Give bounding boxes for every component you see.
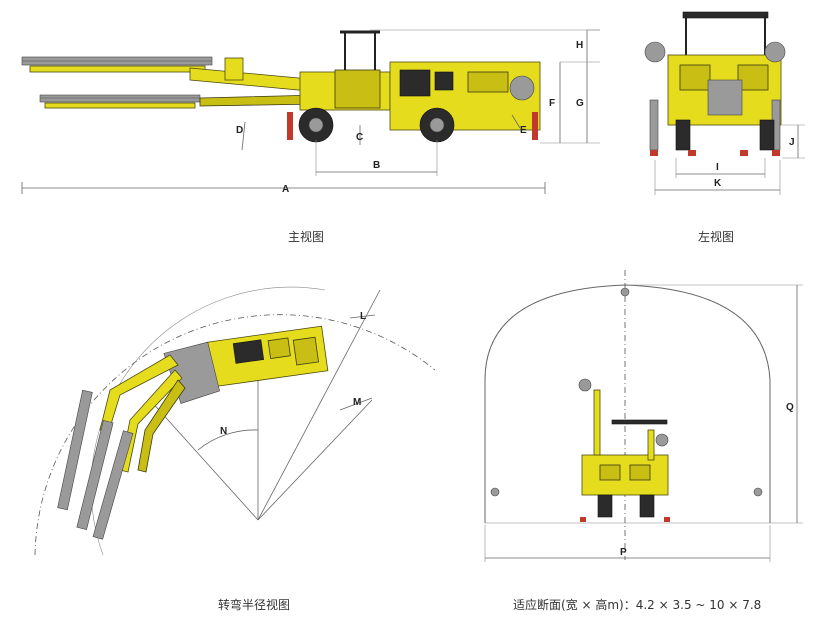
dim-label-C: C [356, 132, 363, 143]
dim-label-J: J [789, 137, 795, 148]
dim-label-A: A [282, 184, 289, 195]
dim-label-H: H [576, 40, 583, 51]
dim-label-I: I [716, 162, 719, 173]
dim-label-M: M [353, 397, 361, 408]
dim-label-F: F [549, 98, 555, 109]
dim-label-N: N [220, 426, 227, 437]
dim-label-Q: Q [786, 402, 794, 413]
turning-view-drawing [34, 286, 436, 556]
left-view-drawing [644, 11, 805, 195]
turning-view-caption: 转弯半径视图 [218, 598, 291, 612]
left-view-caption: 左视图 [698, 230, 735, 244]
section-view-drawing [484, 270, 803, 562]
dim-label-G: G [576, 98, 584, 109]
dim-label-E: E [520, 125, 527, 136]
drill-booms [21, 56, 321, 109]
carrier-body [299, 30, 541, 131]
dim-label-L: L [360, 311, 366, 322]
front-view-caption: 主视图 [288, 230, 325, 244]
front-view-drawing [21, 29, 600, 194]
dim-label-B: B [373, 160, 380, 171]
dim-label-P: P [620, 547, 627, 558]
dim-label-K: K [714, 178, 722, 189]
section-caption: 适应断面(宽 × 高m)：4.2 × 3.5 ~ 10 × 7.8 [513, 598, 762, 612]
dim-label-D: D [236, 125, 243, 136]
